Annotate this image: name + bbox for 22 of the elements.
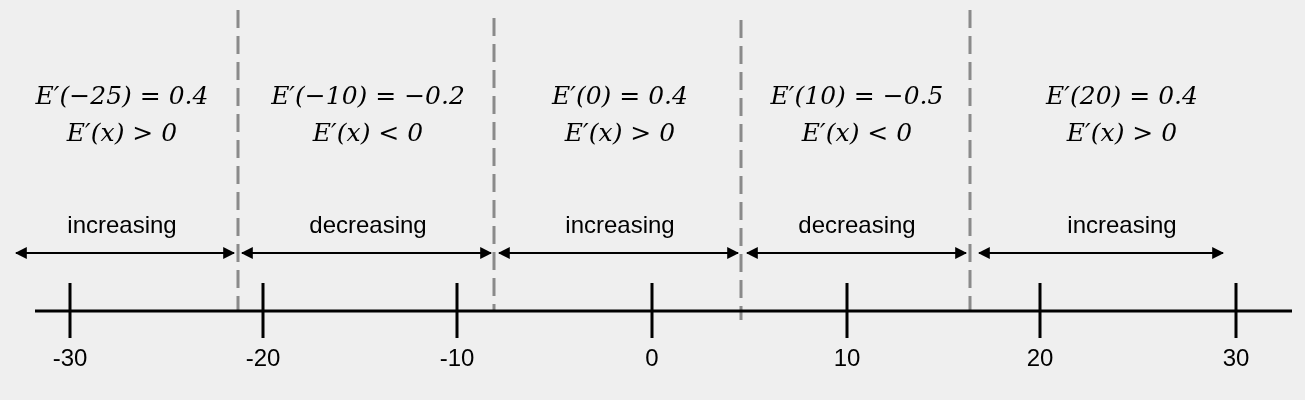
derivative-sign: E′(x) < 0 (312, 119, 424, 147)
derivative-value: E′(−25) = 0.4 (35, 82, 209, 110)
derivative-value: E′(20) = 0.4 (1046, 82, 1198, 110)
derivative-value: E′(−10) = −0.2 (271, 82, 465, 110)
tick-label: 30 (1222, 345, 1250, 372)
tick-label: 0 (645, 345, 659, 372)
tick-label: 20 (1026, 345, 1054, 372)
interval-label: increasing (565, 212, 675, 239)
derivative-value: E′(10) = −0.5 (770, 82, 944, 110)
interval-label: decreasing (309, 212, 427, 239)
tick-label: -30 (52, 345, 88, 372)
derivative-sign: E′(x) > 0 (564, 119, 676, 147)
tick-label: 10 (833, 345, 861, 372)
derivative-sign: E′(x) > 0 (1066, 119, 1178, 147)
tick-label: -10 (439, 345, 475, 372)
derivative-sign: E′(x) > 0 (66, 119, 178, 147)
interval-label: increasing (1067, 212, 1177, 239)
interval-label: decreasing (798, 212, 916, 239)
interval-label: increasing (67, 212, 177, 239)
derivative-value: E′(0) = 0.4 (552, 82, 688, 110)
derivative-sign: E′(x) < 0 (801, 119, 913, 147)
tick-label: -20 (245, 345, 281, 372)
